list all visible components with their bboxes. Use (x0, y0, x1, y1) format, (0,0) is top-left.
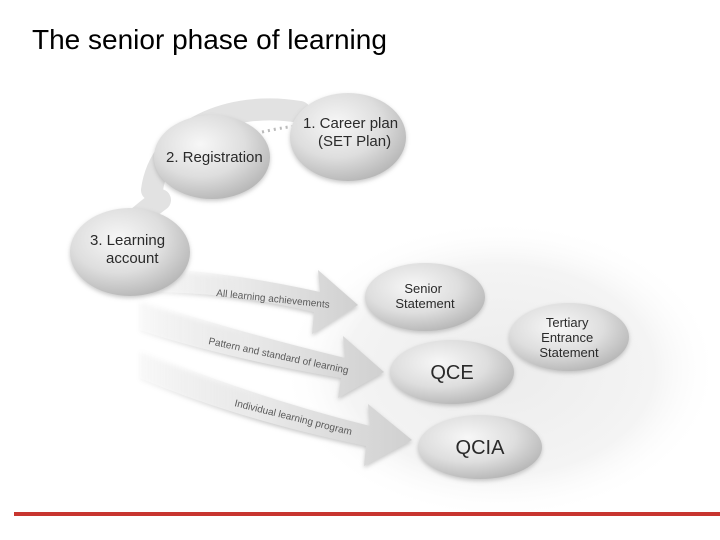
tertiary-line-1: Tertiary (546, 315, 589, 330)
svg-text:3. Learning account: 3. Learning account (90, 232, 169, 267)
registration-line-1: 2. Registration (166, 149, 263, 166)
svg-text:1. Career plan (SET Plan: 1. Career plan (SET Plan) (303, 115, 402, 150)
qce-label: QCE (430, 362, 473, 384)
svg-text:QCIA: QCIA (456, 437, 506, 459)
svg-text:QCE: QCE (430, 362, 473, 384)
career-plan-line-2: (SET Plan) (318, 133, 391, 150)
footer-accent-bar (14, 512, 720, 516)
learning-account-line-1: 3. Learning (90, 232, 165, 249)
outcome-qce: QCE (390, 340, 514, 404)
svg-text:Senior Statement: Senior Statement (395, 281, 455, 311)
qcia-label: QCIA (456, 437, 506, 459)
tertiary-line-2: Entrance (541, 330, 593, 345)
senior-statement-line-2: Statement (395, 296, 455, 311)
learning-account-line-2: account (106, 250, 159, 267)
career-plan-line-1: 1. Career plan (303, 115, 398, 132)
page-title: The senior phase of learning (32, 24, 387, 55)
step-learning-account: 3. Learning account (70, 208, 190, 296)
outcome-tertiary-entrance: Tertiary Entrance Statement (509, 303, 629, 371)
svg-text:2. Registration: 2. Registration (166, 149, 263, 166)
outcome-senior-statement: Senior Statement (365, 263, 485, 331)
outcome-qcia: QCIA (418, 415, 542, 479)
senior-statement-line-1: Senior (404, 281, 442, 296)
step-registration: 2. Registration (154, 115, 270, 199)
step-career-plan: 1. Career plan (SET Plan) (290, 93, 406, 181)
tertiary-line-3: Statement (539, 345, 599, 360)
svg-text:Tertiary Entrance: Tertiary Entrance Statement (539, 315, 599, 360)
